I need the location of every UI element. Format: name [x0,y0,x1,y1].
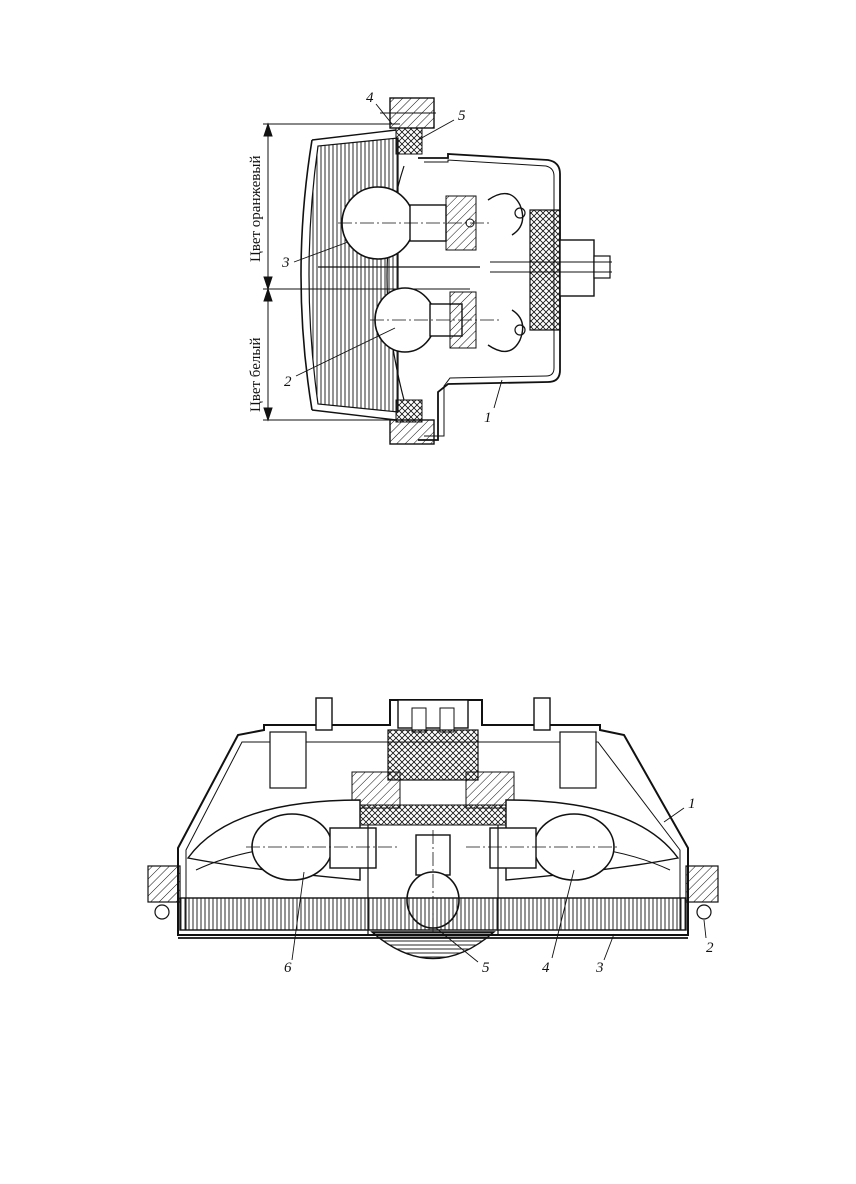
top-bulb-2 [370,287,500,353]
top-callout-5: 5 [458,108,466,124]
bottom-posts [269,697,597,789]
bottom-callout-2: 2 [706,940,714,956]
dimension-label-white: Цвет белый [248,338,264,412]
bottom-callout-3: 3 [595,960,604,976]
top-leaders [293,103,503,409]
bottom-callout-5: 5 [482,960,490,976]
bottom-lamp-section: 1 2 3 4 5 6 [147,697,719,976]
top-lens [300,129,399,421]
top-callout-1: 1 [484,410,492,426]
top-spring-lower [487,309,524,353]
bottom-callout-6: 6 [284,960,292,976]
bottom-callout-1: 1 [688,796,696,812]
top-callout-2: 2 [284,374,292,390]
top-housing [418,153,561,441]
dimension-lines [263,122,470,422]
top-connector [318,209,612,331]
top-bulb-3 [338,186,490,260]
bottom-clamps [147,865,719,920]
top-lamp-section: Цвет оранжевый Цвет белый [248,90,612,445]
top-rim [380,97,436,445]
bottom-callout-4: 4 [542,960,550,976]
bottom-connector [351,699,515,826]
bottom-lens [178,825,688,960]
top-spring-upper [487,192,524,236]
dimension-label-orange: Цвет оранжевый [248,156,264,263]
top-callout-3: 3 [281,255,290,271]
top-callout-4: 4 [366,90,374,106]
bottom-leaders [291,807,707,963]
